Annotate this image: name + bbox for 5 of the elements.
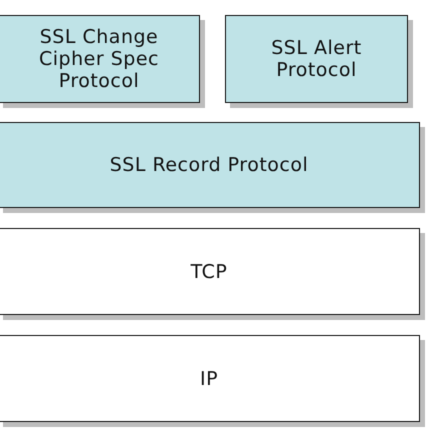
layer-label: SSL Change Cipher Spec Protocol [38, 26, 160, 92]
layer-label: SSL Record Protocol [110, 154, 308, 176]
layer-label: IP [200, 368, 218, 390]
layer-label: TCP [190, 260, 228, 282]
layer-label: SSL Alert Protocol [270, 37, 363, 81]
